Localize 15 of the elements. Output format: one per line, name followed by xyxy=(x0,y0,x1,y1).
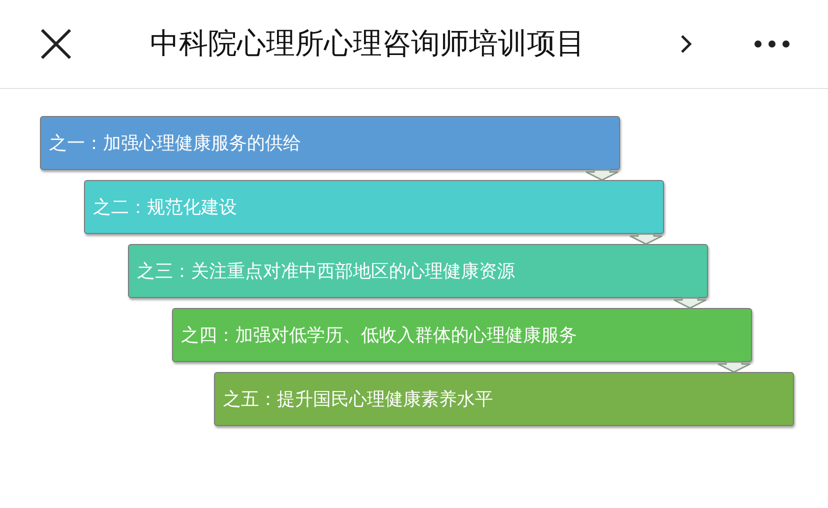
down-arrow xyxy=(585,169,619,181)
step-box xyxy=(128,244,708,298)
step-box xyxy=(172,308,752,362)
step-text: 之三：关注重点对准中西部地区的心理健康资源 xyxy=(137,260,515,283)
step-box xyxy=(84,180,664,234)
step-text: 之二：规范化建设 xyxy=(93,196,237,219)
step-text: 之五：提升国民心理健康素养水平 xyxy=(223,388,493,411)
down-arrow xyxy=(629,233,663,245)
page-title: 中科院心理所心理咨询师培训项目 xyxy=(150,25,585,62)
step-box xyxy=(214,372,794,426)
down-arrow xyxy=(673,297,707,309)
down-arrow xyxy=(717,361,751,373)
step-text: 之四：加强对低学历、低收入群体的心理健康服务 xyxy=(181,324,577,347)
step-box xyxy=(40,116,620,170)
step-text: 之一：加强心理健康服务的供给 xyxy=(49,132,301,155)
